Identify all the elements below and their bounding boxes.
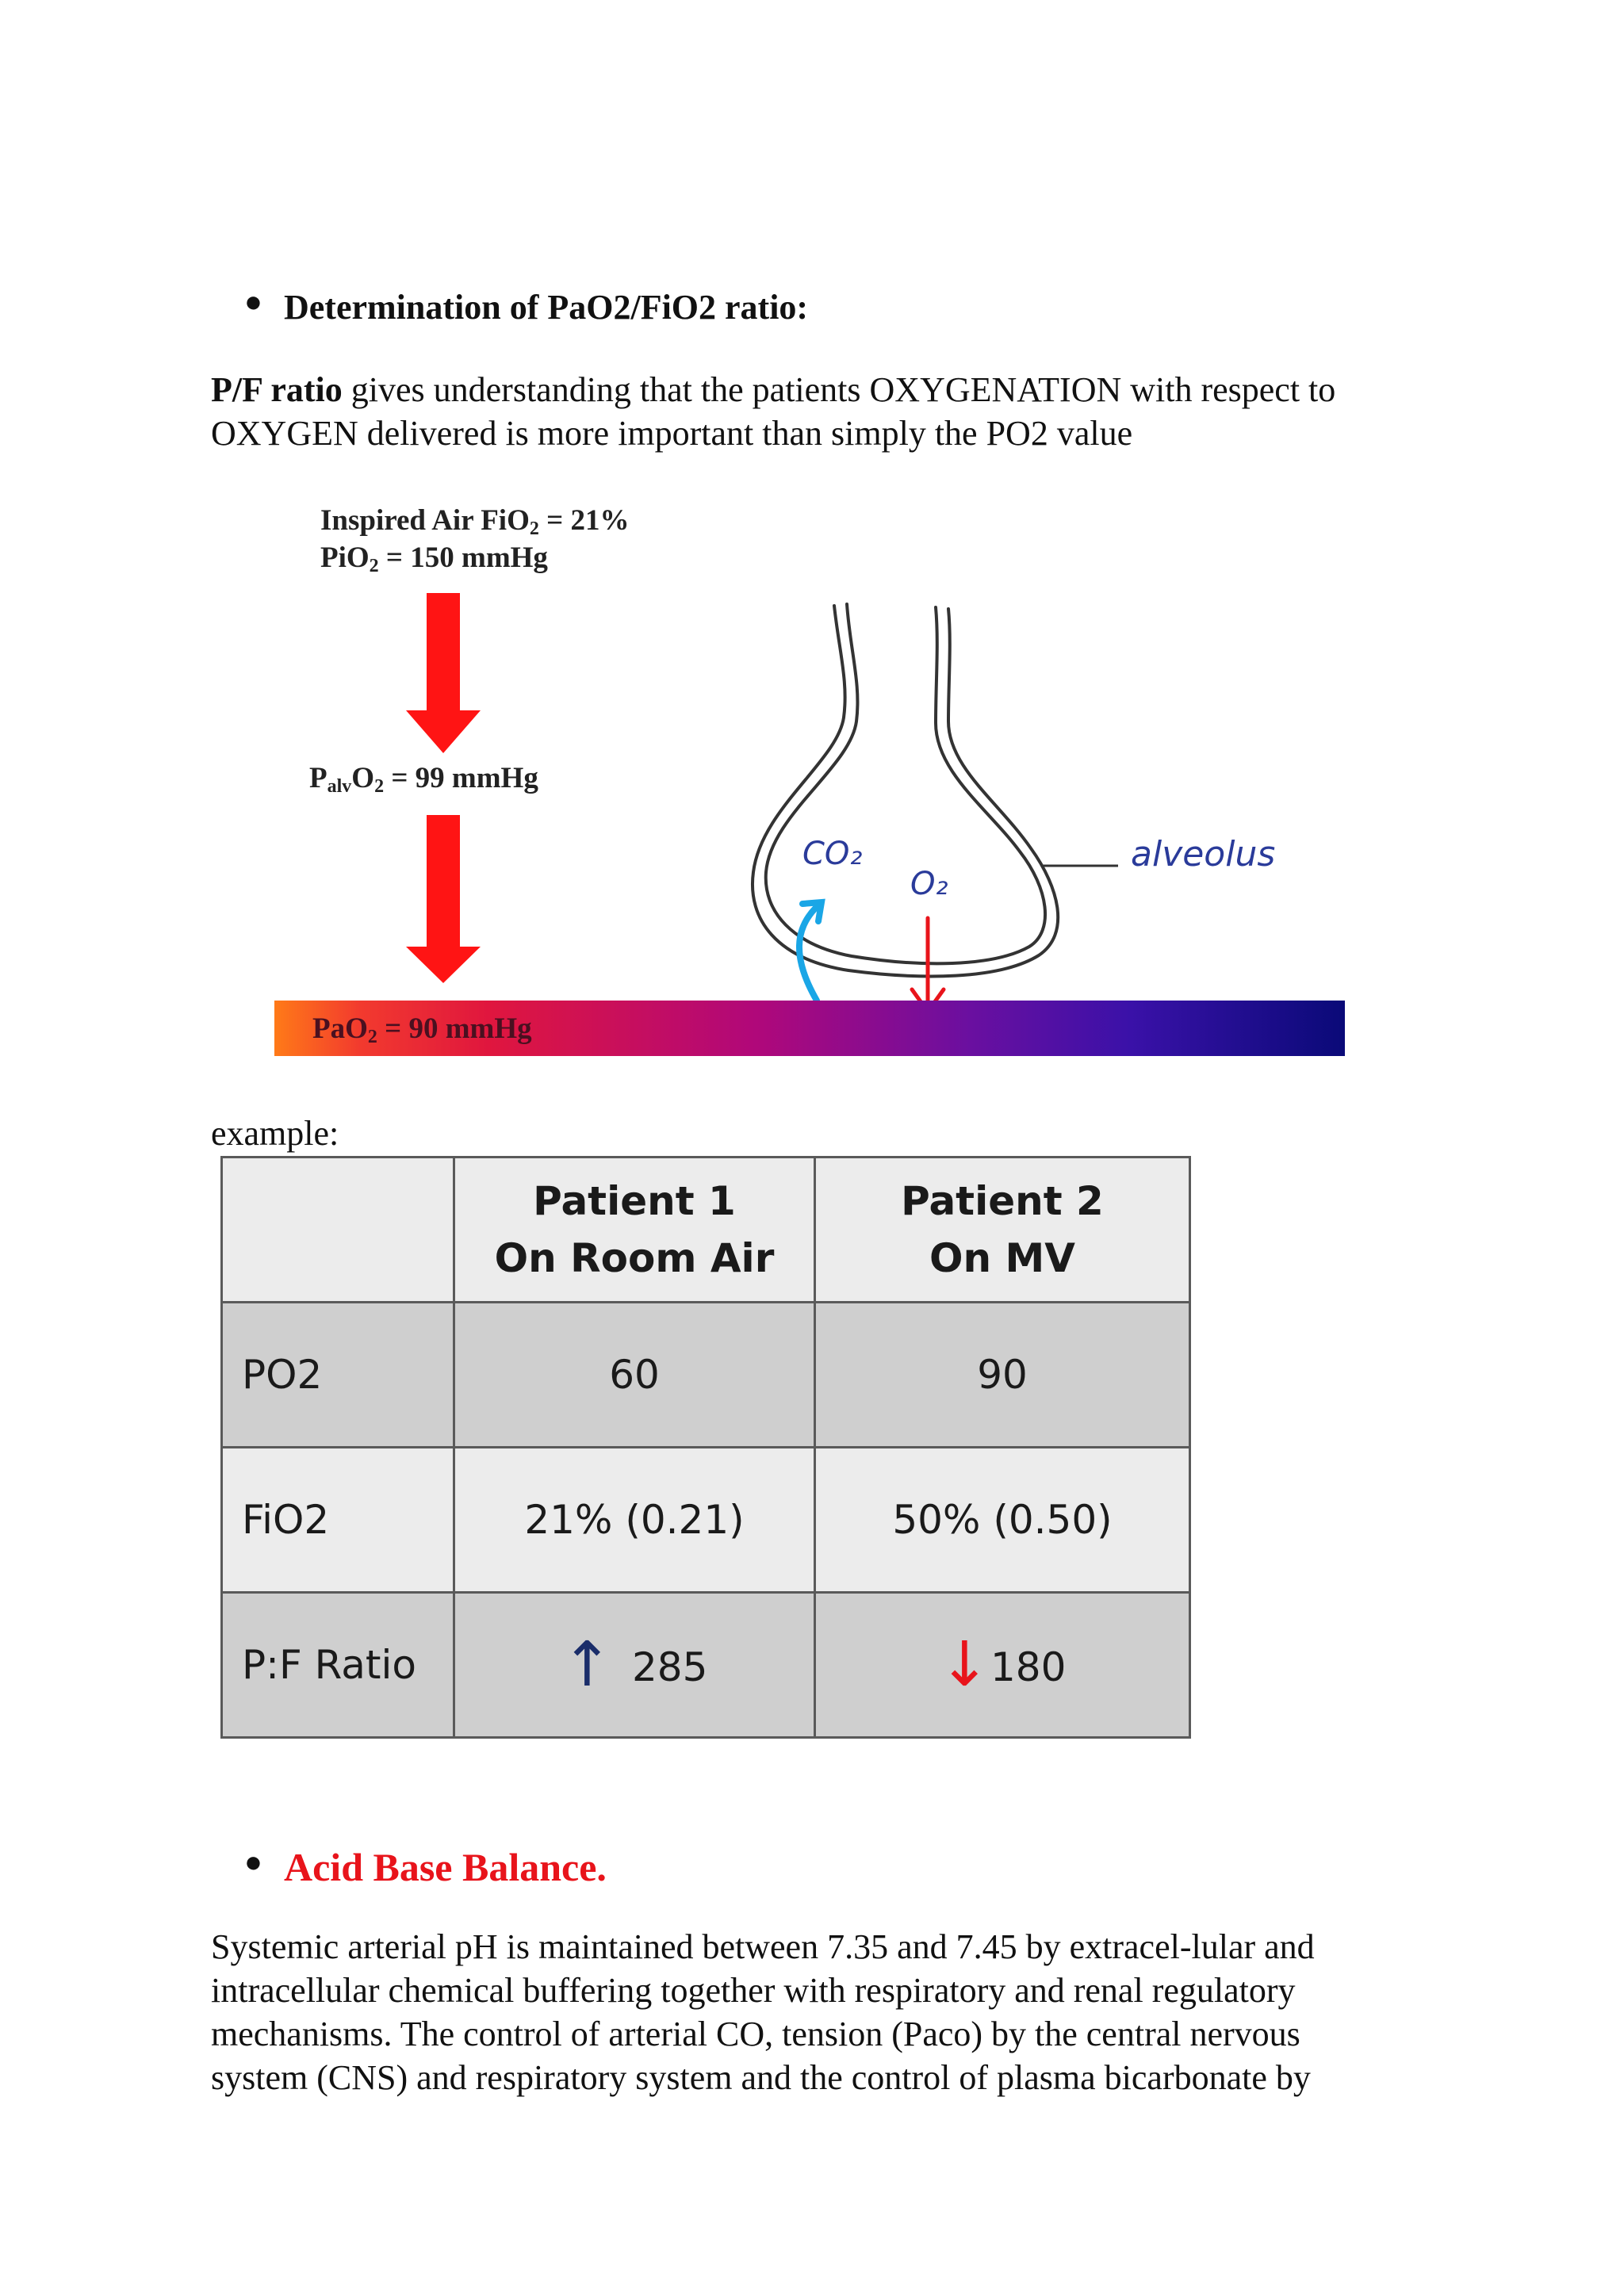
paragraph-line-1: P/F ratio gives understanding that the p… [211,368,1335,411]
pf-ratio-paragraph: P/F ratio gives understanding that the p… [211,368,1335,455]
section-heading-pf-ratio: Determination of PaO2/FiO2 ratio: [284,288,809,327]
co2-arrow [796,898,825,1004]
paragraph-line: system (CNS) and respiratory system and … [211,2058,1311,2097]
oxygen-cascade-diagram: Inspired Air FiO2 = 21% PiO2 = 150 mmHg … [0,0,1624,1110]
alveolus-drawing [751,603,1060,978]
table-row: P:F Ratio ↑285 ↓180 [220,1591,1191,1739]
row-label-pf-ratio: P:F Ratio [220,1591,455,1739]
o2-label: O₂ [910,866,948,902]
table-row: PO2 60 90 [220,1301,1191,1448]
paragraph-line: mechanisms. The control of arterial CO, … [211,2015,1300,2053]
bullet: ● [244,285,262,319]
cell-pf-ratio-patient-2: ↓180 [814,1591,1191,1739]
paragraph-line: Systemic arterial pH is maintained betwe… [211,1927,1315,1966]
cell-po2-patient-2: 90 [814,1301,1191,1448]
table-header-row: Patient 1 On Room Air Patient 2 On MV [220,1156,1191,1303]
red-arrow-2 [406,815,481,983]
cell-po2-patient-1: 60 [453,1301,816,1448]
paragraph-line-1-rest: gives understanding that the patients OX… [342,370,1336,409]
pio2-label: PiO2 = 150 mmHg [320,541,548,576]
capillary-gradient-bar [274,1001,1345,1056]
palv-o2-label: PalvO2 = 99 mmHg [309,762,538,797]
pf-ratio-bold: P/F ratio [211,370,343,409]
arrow-down-icon: ↓ [938,1629,990,1701]
pf-ratio-table: Patient 1 On Room Air Patient 2 On MV PO… [220,1156,1191,1739]
paragraph-line-2: OXYGEN delivered is more important than … [211,414,1133,453]
table-row: FiO2 21% (0.21) 50% (0.50) [220,1446,1191,1594]
example-label: example: [211,1114,339,1153]
table-header-empty [220,1156,455,1303]
section-heading-acid-base: Acid Base Balance. [284,1845,607,1889]
cell-fio2-patient-2: 50% (0.50) [814,1446,1191,1594]
diagram-drawing [406,593,1118,1016]
co2-label: CO₂ [802,836,863,872]
table-header-patient-1: Patient 1 On Room Air [453,1156,816,1303]
pao2-label: PaO2 = 90 mmHg [312,1012,532,1047]
alveolus-label: alveolus [1131,834,1276,874]
table-header-patient-2: Patient 2 On MV [814,1156,1191,1303]
inspired-air-label: Inspired Air FiO2 = 21% [320,504,630,539]
arrow-up-icon: ↑ [561,1629,613,1701]
acid-base-paragraph: Systemic arterial pH is maintained betwe… [211,1925,1315,2099]
red-arrow-1 [406,593,481,753]
bullet: ● [244,1846,262,1879]
paragraph-line: intracellular chemical buffering togethe… [211,1971,1296,2010]
row-label-fio2: FiO2 [220,1446,455,1594]
cell-pf-ratio-patient-1: ↑285 [453,1591,816,1739]
row-label-po2: PO2 [220,1301,455,1448]
cell-fio2-patient-1: 21% (0.21) [453,1446,816,1594]
